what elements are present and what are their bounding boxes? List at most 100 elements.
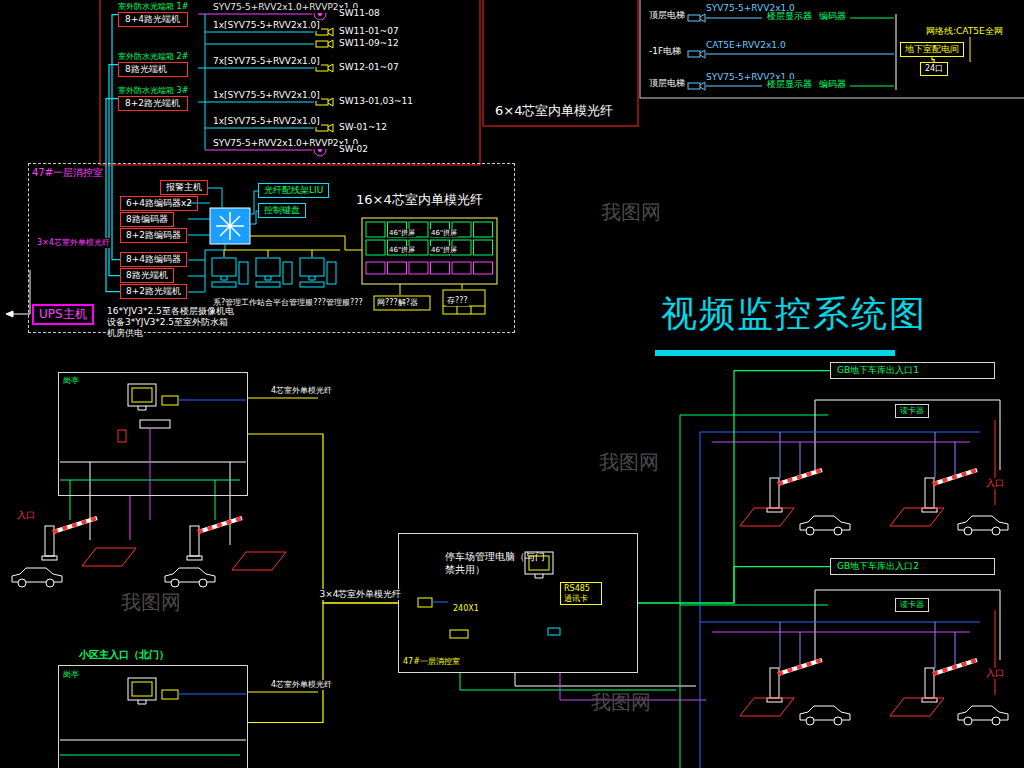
power-note: 机房供电 (106, 328, 144, 339)
device-symbol (232, 552, 286, 570)
equipment-outline (450, 630, 468, 638)
watermark: 我图网 (590, 690, 652, 714)
equipment-box: 8路光端机 (120, 268, 174, 283)
equipment-outline (366, 222, 385, 237)
node-label: GB地下车库出入口2 (837, 561, 988, 572)
wire (970, 34, 971, 62)
watermark: 我图网 (598, 450, 660, 474)
parking-exits-right (680, 400, 1008, 768)
fiber-terminal-box: 室外防水光端箱 2#8路光端机 (118, 52, 188, 77)
wire (205, 150, 312, 151)
wire (780, 432, 955, 668)
wire (178, 694, 246, 695)
wire (60, 755, 240, 756)
node-label: 6+4路编码器x2 (126, 198, 192, 209)
wire (60, 740, 246, 741)
fiber-terminal-box: 室外防水光端箱 1#8+4路光端机 (118, 2, 188, 27)
node-sublabel: 8+2路光端机 (118, 96, 188, 111)
equipment-box: 报警主机 (160, 180, 208, 195)
cable-label: 网络线:CAT5E全网 (925, 26, 1004, 37)
equipment-label: 240X1 (452, 604, 480, 614)
node-label: 岗亭 (59, 373, 247, 389)
device-symbol (165, 568, 215, 587)
switch-port-box: 24口 (920, 62, 948, 76)
device-symbol (922, 470, 977, 512)
node-label: 读卡器 (900, 600, 924, 610)
device-symbol (740, 698, 794, 716)
camera-id: SW11-01~07 (338, 26, 400, 37)
watermark: 我图网 (600, 200, 662, 224)
node-label: 报警主机 (166, 182, 202, 193)
node-sublabel: 岗亭 (59, 670, 247, 680)
wire (208, 188, 222, 208)
equipment-label: 网???解?器 (376, 298, 419, 308)
camera-cables (198, 8, 333, 156)
cable-connector (112, 15, 120, 260)
device-symbol (688, 50, 705, 58)
equipment-outline (362, 218, 497, 284)
wire (198, 32, 314, 128)
equipment-outline (210, 208, 250, 244)
device-symbol (740, 508, 794, 526)
card-reader-box: 读卡器 (895, 598, 929, 612)
node-label: 小区主入口（北门） (79, 649, 247, 662)
fiber-terminal-box: 室外防水光端箱 3#8+2路光端机 (118, 86, 188, 111)
equipment-box: 8路编码器 (120, 212, 174, 227)
device-symbol (82, 548, 136, 566)
wire (6, 311, 13, 317)
entrance-label: 入口 (985, 478, 1005, 489)
node-label: 光纤配线架LIU (264, 185, 323, 196)
wire (248, 692, 318, 693)
node-label: 室外防水光端箱 2# (118, 52, 188, 62)
node-sublabel: 8+4路光端机 (118, 12, 188, 27)
fiber-patch-box: 光纤配线架LIU (258, 183, 329, 198)
equipment-outline (474, 222, 493, 237)
equipment-outline (452, 262, 471, 274)
ups-box: UPS主机 (32, 304, 94, 325)
wire (8, 270, 30, 314)
wire (198, 14, 312, 15)
device-symbol (767, 660, 822, 702)
equipment-box: 8+2路光端机 (120, 284, 187, 299)
device-symbol (128, 384, 156, 410)
device-symbol (890, 508, 944, 526)
cable-label: 7x[SYV75-5+RVV2x1.0] (212, 56, 321, 67)
screen-label: 46"拼屏 (388, 229, 416, 237)
equipment-outline (366, 262, 385, 274)
wire (706, 54, 894, 55)
device-symbol (12, 568, 62, 587)
equipment-outline (366, 240, 385, 255)
watermark: 我图网 (120, 590, 182, 614)
node-label: RS485 通讯卡 (564, 584, 598, 603)
equipment-box: 8+2路编码器 (120, 228, 187, 243)
cable-label: 3×4芯室外单模光纤 (36, 238, 111, 248)
equipment-outline (118, 430, 126, 442)
device-symbol (300, 258, 336, 287)
exit-header-box: GB地下车库出入口1 (830, 362, 995, 379)
keyboard-box: 控制键盘 (258, 203, 306, 218)
wire (712, 442, 970, 632)
camera-id: SW-02 (338, 144, 369, 155)
equipment-outline (474, 240, 493, 255)
node-label: 8+4路编码器 (126, 254, 181, 265)
wire (250, 236, 362, 250)
guard-booth: 小区主入口（北门）岗亭 (58, 665, 248, 768)
parking-server-box: 停车场管理电脑（与门禁共用） RS485 通讯卡 (398, 533, 638, 673)
cable-label: 6×4芯室内单模光纤 (494, 103, 614, 119)
wire (188, 244, 225, 292)
node-label: 24口 (925, 64, 943, 74)
room-label: 47#一层消控室 (402, 657, 461, 667)
screen-label: 46"拼屏 (430, 246, 458, 254)
node-label: 停车场管理电脑（与门禁共用） (445, 550, 553, 576)
device-symbol (688, 82, 705, 90)
cable-connector (106, 99, 120, 292)
wire (515, 673, 696, 686)
equipment-outline (388, 262, 407, 274)
cable-label: 1x[SYV75-5+RVV2x1.0] (212, 90, 321, 101)
equipment-label: 存??? (446, 296, 469, 306)
cable-connector (638, 371, 830, 603)
lift-label: -1F电梯 (648, 46, 682, 57)
cable-connector (638, 567, 830, 603)
